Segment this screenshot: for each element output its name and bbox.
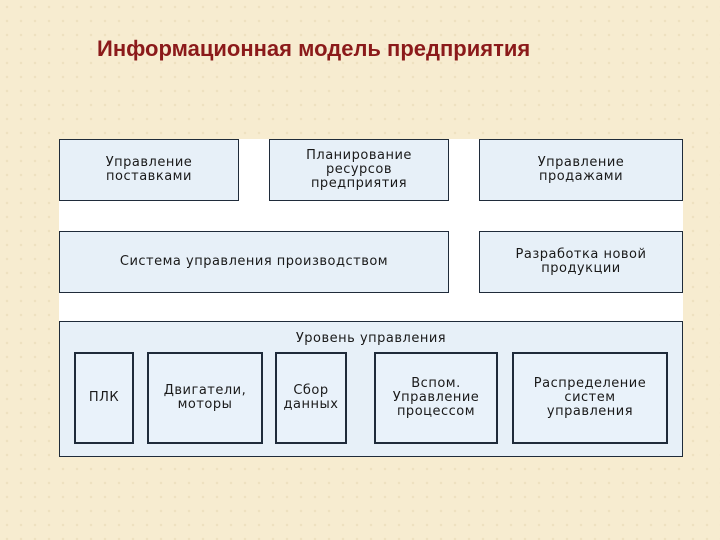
control-level-box: Уровень управления ПЛК Двигатели, моторы… (59, 321, 683, 457)
control-distribution-line-2: систем (564, 390, 616, 405)
plc-label: ПЛК (88, 390, 120, 405)
data-collection-box: Сбор данных (275, 352, 347, 444)
sales-management-box: Управление продажами (479, 139, 683, 201)
data-collection-line-1: Сбор (293, 383, 329, 398)
control-level-label: Уровень управления (295, 331, 447, 346)
new-product-development-line-2: продукции (541, 261, 621, 276)
sales-management-line-2: продажами (538, 169, 624, 184)
motors-line-1: Двигатели, (163, 383, 247, 398)
resource-planning-box: Планирование ресурсов предприятия (269, 139, 449, 201)
resource-planning-line-1: Планирование (306, 148, 412, 163)
production-management-label: Система управления производством (119, 254, 389, 269)
sales-management-line-1: Управление (537, 155, 625, 170)
supply-management-box: Управление поставками (59, 139, 239, 201)
aux-process-control-line-2: Управление (392, 390, 480, 405)
supply-management-line-1: Управление (105, 155, 193, 170)
resource-planning-line-3: предприятия (310, 176, 408, 191)
production-management-box: Система управления производством (59, 231, 449, 293)
aux-process-control-line-1: Вспом. (411, 376, 461, 391)
aux-process-control-box: Вспом. Управление процессом (374, 352, 498, 444)
supply-management-line-2: поставками (106, 169, 192, 184)
data-collection-line-2: данных (283, 397, 339, 412)
motors-line-2: моторы (177, 397, 233, 412)
enterprise-model-diagram: Управление поставками Планирование ресур… (59, 139, 683, 457)
new-product-development-line-1: Разработка новой (515, 247, 647, 262)
new-product-development-box: Разработка новой продукции (479, 231, 683, 293)
plc-box: ПЛК (74, 352, 134, 444)
control-distribution-line-3: управления (546, 404, 634, 419)
aux-process-control-line-3: процессом (396, 404, 476, 419)
resource-planning-line-2: ресурсов (325, 162, 393, 177)
control-distribution-line-1: Распределение (533, 376, 647, 391)
page-title: Информационная модель предприятия (97, 36, 531, 61)
motors-box: Двигатели, моторы (147, 352, 263, 444)
control-distribution-box: Распределение систем управления (512, 352, 668, 444)
